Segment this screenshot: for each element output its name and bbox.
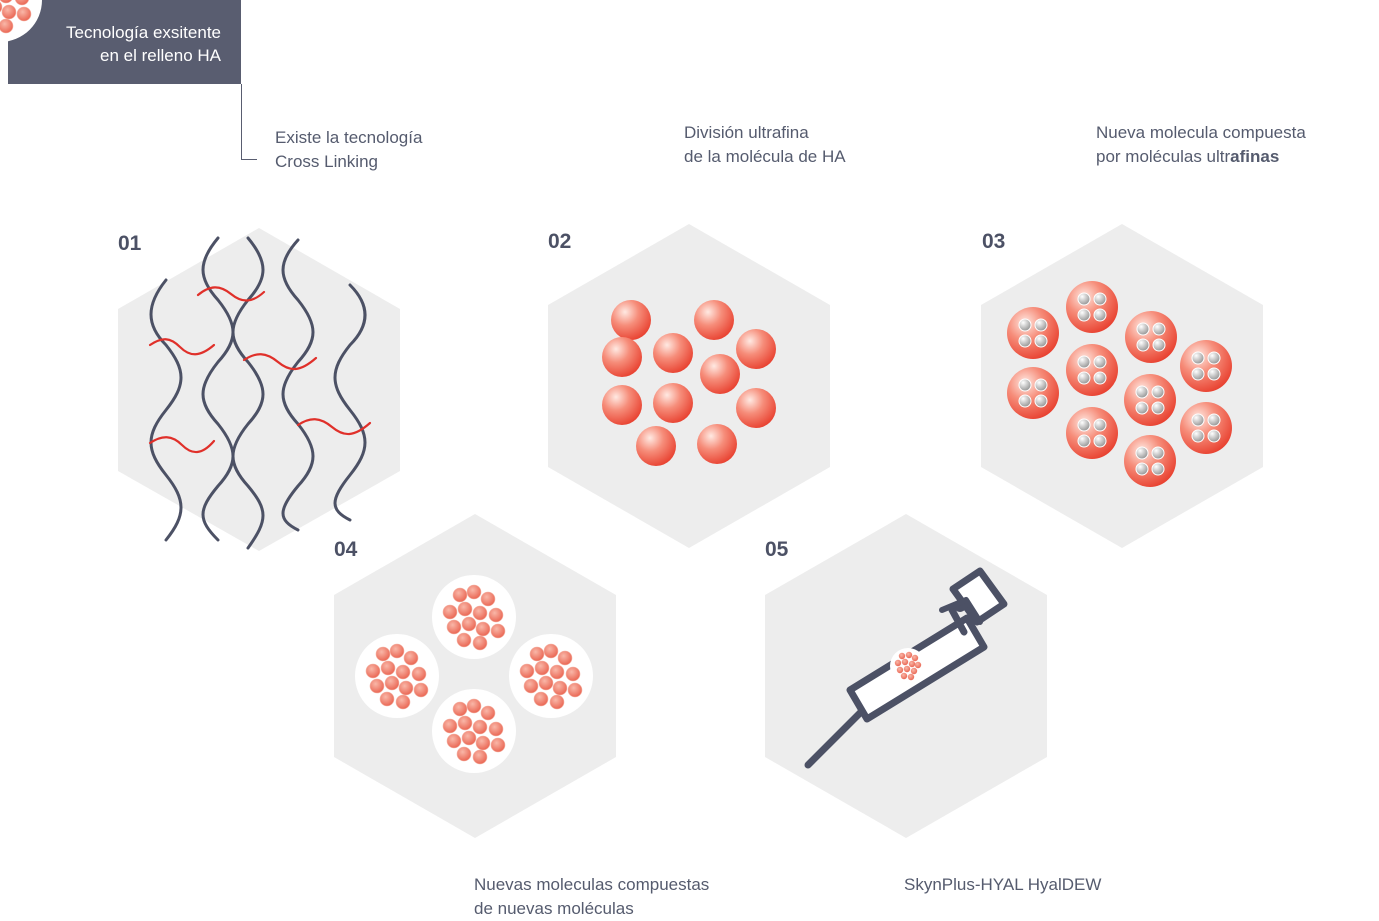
step-number-02: 02 [548,230,571,253]
step-02-caption: División ultrafina de la molécula de HA [684,123,846,166]
step-01-caption: Existe la tecnología Cross Linking [275,128,423,171]
step-03-caption: Nueva molecula compuesta por moléculas u… [1096,123,1306,166]
hexagon-01 [118,228,400,551]
crosslink-waves [148,236,372,550]
step-04-caption: Nuevas moleculas compuestas de nuevas mo… [474,875,710,918]
hexagon-02 [548,224,830,548]
step-05-caption: SkynPlus-HYAL HyalDEW [904,875,1102,894]
tag-line-2: en el relleno HA [100,46,221,65]
ha-spheres [602,300,776,466]
step-number-03: 03 [982,230,1005,253]
hexagon-03 [981,224,1263,548]
step-number-01: 01 [118,232,142,255]
tag-connector-line [241,84,257,160]
hexagon-04 [334,514,616,838]
tag-line-1: Tecnología exsitente [66,23,221,42]
existing-technology-tag: Tecnología exsitente en el relleno HA [8,0,241,84]
syringe-content-spheres [890,648,926,684]
clustered-spheres [0,0,594,774]
step-number-05: 05 [765,538,789,561]
step-number-04: 04 [334,538,358,561]
